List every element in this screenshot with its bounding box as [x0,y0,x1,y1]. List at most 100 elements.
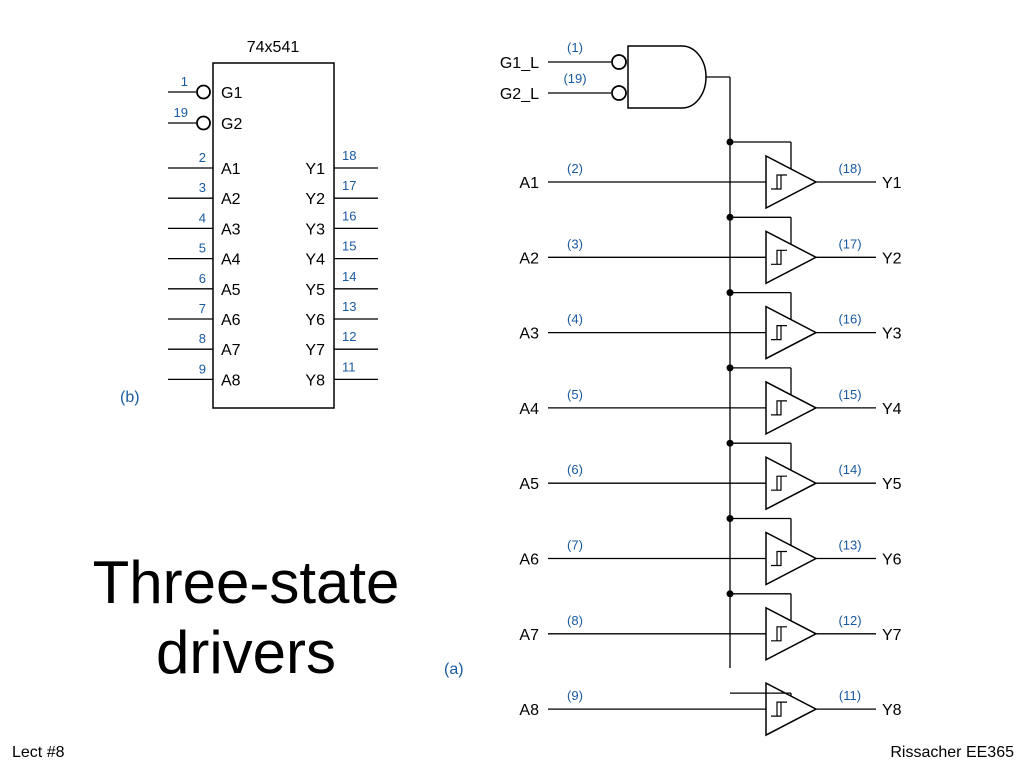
junction-dot [726,515,734,522]
pin-number: 15 [342,239,356,254]
output-label: Y5 [882,476,902,493]
output-label: Y4 [305,252,325,269]
pin-number: (1) [567,40,583,55]
input-label: A7 [221,342,241,359]
output-label: Y3 [305,221,325,238]
output-label: Y8 [305,372,325,389]
input-label: A3 [519,326,539,343]
output-label: Y6 [882,552,902,569]
pin-number: (13) [838,538,861,553]
input-label: A2 [221,191,241,208]
footer-lecture: Lect #8 [12,744,65,761]
inversion-bubble [196,84,211,100]
enable-and-gate [627,45,707,109]
output-label: Y4 [882,401,902,418]
enable-label: G2_L [500,86,539,103]
inversion-bubble [196,115,211,131]
pin-number: 9 [199,361,206,376]
junction-dot [726,138,734,146]
pin-number: (2) [567,161,583,176]
schmitt-symbol [771,475,787,491]
schmitt-symbol [771,249,787,265]
pin-number: (3) [567,236,583,251]
pin-number: 11 [342,359,356,374]
enable-label: G1_L [500,55,539,72]
caption-symbol: (b) [120,389,140,406]
pin-number: (18) [838,161,861,176]
pin-number: 14 [342,269,356,284]
input-label: A7 [519,627,539,644]
pin-number: 12 [342,329,356,344]
pin-number: 1 [181,74,188,89]
schmitt-symbol [771,400,787,416]
pin-number: 6 [199,271,206,286]
input-label: A2 [519,250,539,267]
input-label: A1 [221,161,241,178]
pin-number: 3 [199,180,206,195]
junction-dot [726,364,734,372]
output-label: Y7 [305,342,325,359]
junction-dot [726,289,734,297]
inversion-bubble [611,85,627,101]
pin-number: (16) [838,312,861,327]
slide-title-line-1: Three-state [92,549,400,616]
input-label: A5 [221,282,241,299]
gate-label: G2 [221,116,242,133]
pin-number: (8) [567,613,583,628]
slide-title-line-2: drivers [155,619,337,686]
schmitt-symbol [771,550,787,567]
chip-name: 74x541 [247,39,300,56]
inversion-bubble [611,54,627,70]
schmitt-symbol [771,701,787,717]
schmitt-symbol [771,626,787,642]
junction-dot [726,213,734,221]
buffer-triangle [765,681,818,737]
output-label: Y5 [305,282,325,299]
output-label: Y2 [305,191,325,208]
output-label: Y6 [305,312,325,329]
output-label: Y7 [882,627,902,644]
pin-number: 18 [342,148,356,163]
input-label: A4 [221,252,241,269]
caption-logic: (a) [444,661,464,678]
pin-number: 17 [342,178,356,193]
pin-number: 16 [342,208,356,223]
pin-number: (9) [567,688,583,703]
junction-dot [726,439,734,447]
pin-number: (15) [838,387,861,402]
pin-number: 13 [342,299,356,314]
slide-title: Three-state drivers [56,548,436,688]
gate-label: G1 [221,85,242,102]
pin-number: (19) [563,71,586,86]
schmitt-symbol [771,325,787,341]
pin-number: 8 [199,331,206,346]
pin-number: (6) [567,462,583,477]
output-label: Y1 [305,161,325,178]
input-label: A8 [519,702,539,719]
output-label: Y2 [882,250,902,267]
footer-author: Rissacher EE365 [890,744,1014,761]
pin-number: (7) [567,538,583,553]
input-label: A6 [519,552,539,569]
pin-number: 19 [174,105,188,120]
pin-number: (11) [839,688,861,703]
output-label: Y3 [882,326,902,343]
pin-number: (14) [838,462,861,477]
schmitt-symbol [771,174,787,190]
input-label: A5 [519,476,539,493]
input-label: A8 [221,372,241,389]
input-label: A6 [221,312,241,329]
pin-number: (17) [838,236,861,251]
schematic: 74x5411G119G22A13A24A35A46A57A68A79A818Y… [120,39,902,737]
pin-number: 7 [199,301,206,316]
pin-number: (12) [838,613,861,628]
pin-number: 2 [199,150,206,165]
input-label: A3 [221,221,241,238]
junction-dot [726,590,734,598]
output-label: Y1 [882,175,902,192]
pin-number: (4) [567,312,583,327]
input-label: A1 [519,175,539,192]
input-label: A4 [519,401,539,418]
pin-number: 4 [199,210,206,225]
output-label: Y8 [882,702,902,719]
